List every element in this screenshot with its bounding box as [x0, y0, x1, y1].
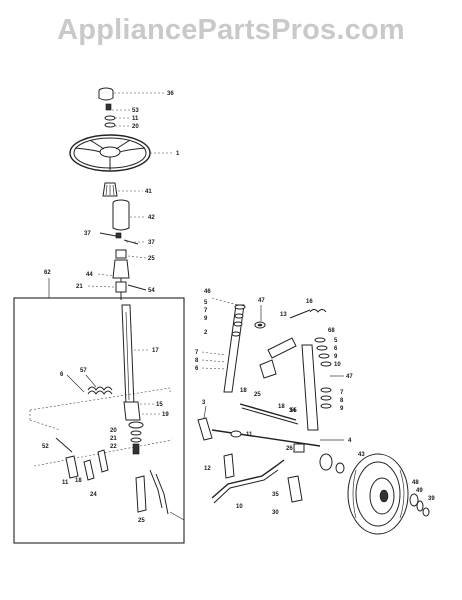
- part-label-49: 49: [416, 488, 423, 494]
- wheel-hardware[interactable]: [409, 493, 430, 517]
- part-label-8-right: 8: [340, 398, 344, 404]
- part-label-11: 11: [132, 116, 139, 122]
- part-label-34: 34: [289, 408, 296, 414]
- steering-shaft[interactable]: [121, 304, 141, 421]
- steering-column-tube[interactable]: [112, 199, 130, 231]
- part-label-18-mid: 18: [240, 388, 247, 394]
- part-label-3: 3: [202, 400, 206, 406]
- part-label-4: 4: [348, 438, 352, 444]
- drag-link[interactable]: [239, 403, 305, 453]
- part-label-13: 13: [280, 312, 287, 318]
- part-label-7-left-b: 7: [195, 350, 199, 356]
- left-spindle-arm[interactable]: [223, 304, 246, 393]
- steering-cap[interactable]: [98, 87, 114, 101]
- part-label-25: 25: [148, 256, 155, 262]
- part-label-10-right: 10: [334, 362, 341, 368]
- part-label-22-lower: 22: [110, 444, 117, 450]
- part-label-25-mid: 25: [254, 392, 261, 398]
- part-label-19: 19: [162, 412, 169, 418]
- steering-gear[interactable]: [128, 421, 144, 455]
- part-label-2: 2: [204, 330, 208, 336]
- front-axle[interactable]: [197, 417, 321, 447]
- lower-plate: [29, 387, 173, 467]
- part-label-6-left: 6: [60, 372, 64, 378]
- part-label-48: 48: [412, 480, 419, 486]
- steering-u-joint[interactable]: [112, 259, 130, 300]
- part-label-24: 24: [90, 492, 97, 498]
- part-label-21: 21: [76, 284, 83, 290]
- spring-coil[interactable]: [87, 386, 113, 395]
- part-label-30: 30: [272, 510, 279, 516]
- column-bolts[interactable]: [99, 232, 139, 259]
- part-label-9-right: 9: [334, 354, 338, 360]
- part-label-54: 54: [148, 288, 155, 294]
- part-label-6-mid: 6: [195, 366, 199, 372]
- part-label-15: 15: [156, 402, 163, 408]
- part-label-11-right: 11: [246, 432, 253, 438]
- part-label-26: 26: [286, 446, 293, 452]
- steering-wheel[interactable]: [69, 134, 151, 172]
- steering-hardware[interactable]: [104, 103, 116, 128]
- spindle-hub[interactable]: [319, 453, 345, 474]
- part-label-42: 42: [148, 215, 155, 221]
- steering-adapter[interactable]: [102, 182, 118, 197]
- part-label-12: 12: [204, 466, 211, 472]
- part-label-39: 39: [428, 496, 435, 502]
- part-label-5-left: 5: [204, 300, 208, 306]
- part-label-9-left: 9: [204, 316, 208, 322]
- part-label-43: 43: [358, 452, 365, 458]
- part-label-8-left: 8: [195, 358, 199, 364]
- watermark-text: AppliancePartsPros.com: [57, 14, 405, 46]
- front-wheel[interactable]: [347, 453, 409, 535]
- part-label-62: 62: [44, 270, 51, 276]
- bushing-47[interactable]: [254, 321, 266, 329]
- part-label-17: 17: [152, 348, 159, 354]
- part-label-16: 16: [306, 299, 313, 305]
- part-label-55: 55: [290, 408, 297, 414]
- part-label-35: 35: [272, 492, 279, 498]
- part-label-11-lower: 11: [62, 480, 69, 486]
- part-label-10-bottom: 10: [236, 504, 243, 510]
- part-label-1: 1: [176, 151, 180, 157]
- part-label-37-right: 37: [148, 240, 155, 246]
- part-label-20-lower: 20: [110, 428, 117, 434]
- lower-assembly-frame: [13, 297, 185, 544]
- part-label-52: 52: [42, 444, 49, 450]
- part-label-5-right: 5: [334, 338, 338, 344]
- tie-rod[interactable]: [211, 430, 303, 504]
- part-label-68: 68: [328, 328, 335, 334]
- part-label-25-lower: 25: [138, 518, 145, 524]
- part-label-7-left: 7: [204, 308, 208, 314]
- lower-brackets[interactable]: [55, 437, 169, 515]
- part-label-9-right-b: 9: [340, 406, 344, 412]
- center-link[interactable]: [259, 309, 327, 379]
- part-label-18-right: 18: [278, 404, 285, 410]
- part-label-41: 41: [145, 189, 152, 195]
- part-label-6-right: 6: [334, 346, 338, 352]
- part-label-57: 57: [80, 368, 87, 374]
- part-label-36: 36: [167, 91, 174, 97]
- part-label-21-lower: 21: [110, 436, 117, 442]
- part-label-37-left: 37: [84, 231, 91, 237]
- part-label-20: 20: [132, 124, 139, 130]
- part-label-47-top: 47: [258, 298, 265, 304]
- part-label-46: 46: [204, 289, 211, 295]
- right-spindle-arm[interactable]: [301, 337, 332, 431]
- part-label-7-right: 7: [340, 390, 344, 396]
- part-label-47-right: 47: [346, 374, 353, 380]
- part-label-18-lower: 18: [75, 478, 82, 484]
- part-label-44: 44: [86, 272, 93, 278]
- part-label-53: 53: [132, 108, 139, 114]
